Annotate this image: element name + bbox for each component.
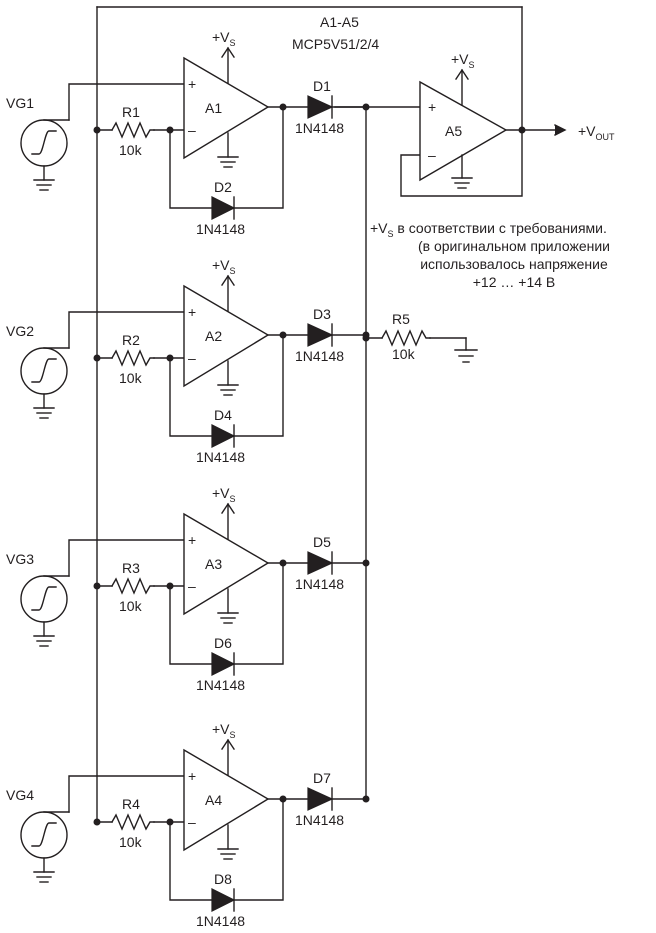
feedback-diode-label: D4 <box>214 407 232 423</box>
junction-dot <box>93 354 101 362</box>
output-diode-label: D5 <box>313 534 331 550</box>
junction-dot <box>166 354 174 362</box>
resistor-value: 10k <box>119 834 143 850</box>
junction-dot <box>279 559 287 567</box>
supply-label: +VS <box>212 257 236 276</box>
input-resistor <box>111 349 155 367</box>
junction-dot <box>166 126 174 134</box>
bus-wiring <box>96 6 567 823</box>
feedback-diode-part: 1N4148 <box>196 449 245 465</box>
opamp-minus-sign: – <box>188 814 196 830</box>
voltage-source <box>20 575 70 647</box>
input-resistor <box>111 577 155 595</box>
buffer-supply-label: +VS <box>451 51 475 70</box>
source-label: VG3 <box>6 551 34 567</box>
junction-dot <box>93 818 101 826</box>
resistor-label: R3 <box>122 560 140 576</box>
output-diode-part: 1N4148 <box>295 120 344 136</box>
opamp-minus-sign: – <box>188 350 196 366</box>
output-diode <box>307 551 334 575</box>
resistor-label: R1 <box>122 104 140 120</box>
voltage-source <box>20 119 70 191</box>
opamp-plus-sign: + <box>188 532 196 548</box>
note-line-4: +12 … +14 В <box>473 274 556 290</box>
opamp-minus-sign: – <box>188 122 196 138</box>
feedback-diode-label: D2 <box>214 179 232 195</box>
supply-label: +VS <box>212 29 236 48</box>
source-label: VG4 <box>6 787 34 803</box>
resistor-value: 10k <box>119 142 143 158</box>
opamp-label: A1 <box>205 100 222 116</box>
supply-label: +VS <box>212 721 236 740</box>
opamp-label: A3 <box>205 556 222 572</box>
feedback-diode-label: D8 <box>214 871 232 887</box>
opamp-plus-sign: + <box>188 76 196 92</box>
junction-dot <box>93 582 101 590</box>
load-resistor: R5 10k <box>362 311 478 363</box>
resistor-label: R4 <box>122 796 140 812</box>
load-resistor-value: 10k <box>392 346 416 362</box>
output-diode <box>307 787 334 811</box>
feedback-diode-part: 1N4148 <box>196 221 245 237</box>
feedback-diode <box>211 652 236 676</box>
output-diode <box>307 95 334 119</box>
resistor-value: 10k <box>119 598 143 614</box>
opamp-minus-sign: – <box>188 578 196 594</box>
group-label: A1-A5 <box>320 14 359 30</box>
output-diode-part: 1N4148 <box>295 812 344 828</box>
source-label: VG1 <box>6 95 34 111</box>
feedback-diode-part: 1N4148 <box>196 677 245 693</box>
resistor-label: R2 <box>122 332 140 348</box>
junction-dot <box>166 818 174 826</box>
feedback-diode-label: D6 <box>214 635 232 651</box>
junction-dot <box>362 559 370 567</box>
opamp-label: A4 <box>205 792 222 808</box>
buffer-opamp: + – A5 +VS <box>419 51 526 189</box>
junction-dot <box>279 795 287 803</box>
opamp-plus-sign: + <box>188 768 196 784</box>
output-diode-part: 1N4148 <box>295 348 344 364</box>
note-line-1: +VS в соответствии с требованиями. <box>370 220 607 239</box>
source-label: VG2 <box>6 323 34 339</box>
part-label: MCP5V51/2/4 <box>292 36 379 52</box>
supply-note: +VS в соответствии с требованиями. (в ор… <box>370 220 610 290</box>
opamp-label: A2 <box>205 328 222 344</box>
junction-dot <box>362 795 370 803</box>
note-line-2: (в оригинальном приложении <box>418 238 610 254</box>
junction-dot <box>93 126 101 134</box>
feedback-diode <box>211 196 236 220</box>
voltage-source <box>20 811 70 883</box>
junction-dot <box>362 103 370 111</box>
feedback-diode-part: 1N4148 <box>196 913 245 929</box>
output-diode-label: D1 <box>313 78 331 94</box>
note-line-3: использовалось напряжение <box>420 256 608 272</box>
resistor-value: 10k <box>119 370 143 386</box>
junction-dot <box>279 331 287 339</box>
output-diode <box>307 323 334 347</box>
feedback-diode <box>211 424 236 448</box>
voltage-source <box>20 347 70 419</box>
output-label: +VOUT <box>578 123 615 142</box>
generated-components: +–A1+VSR110kD11N4148D21N4148VG1+–A2+VSR2… <box>6 29 370 929</box>
output-diode-label: D3 <box>313 306 331 322</box>
output-diode-label: D7 <box>313 770 331 786</box>
junction-dot <box>166 582 174 590</box>
output-diode-part: 1N4148 <box>295 576 344 592</box>
buffer-opamp-label: A5 <box>445 123 462 139</box>
input-resistor <box>111 121 155 139</box>
opamp-plus-sign: + <box>188 304 196 320</box>
junction-dot <box>279 103 287 111</box>
supply-label: +VS <box>212 485 236 504</box>
buffer-plus-sign: + <box>428 99 436 115</box>
feedback-diode <box>211 888 236 912</box>
input-resistor <box>111 813 155 831</box>
load-resistor-label: R5 <box>392 311 410 327</box>
buffer-minus-sign: – <box>428 147 436 163</box>
